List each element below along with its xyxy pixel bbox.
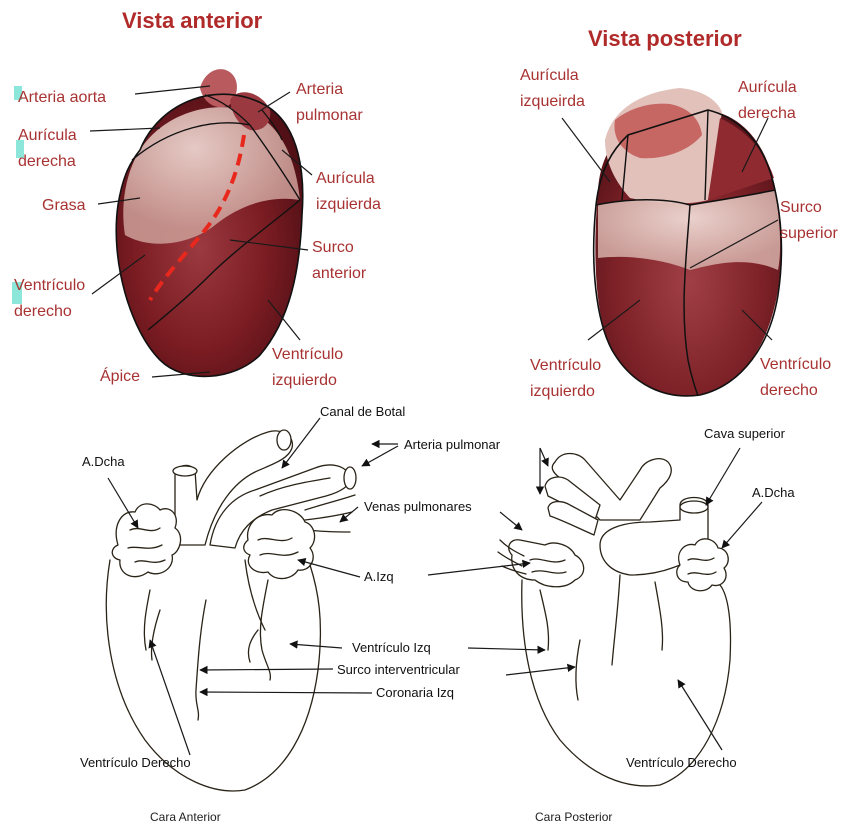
posterior-view-title: Vista posterior: [588, 26, 742, 51]
label-canal-de-botal: Canal de Botal: [320, 404, 405, 419]
label-grasa: Grasa: [42, 197, 86, 214]
label-auricula-izqueirda-1: Aurícula: [520, 67, 579, 84]
label-a-dcha-anterior: A.Dcha: [82, 454, 125, 469]
label-ventriculo-derecho-anterior: Ventrículo Derecho: [80, 755, 191, 770]
leader-line: [562, 118, 610, 182]
label-auricula-izqueirda-2: izqueirda: [520, 93, 585, 110]
label-arteria-pulmonar-2: pulmonar: [296, 107, 363, 124]
label-ventriculo-derecho-1: Ventrículo: [760, 356, 831, 373]
anterior-view-title: Vista anterior: [122, 8, 263, 33]
label-surco-superior-1: Surco: [780, 199, 822, 216]
posterior-heart-photo: [594, 88, 782, 396]
label-cava-superior: Cava superior: [704, 426, 786, 441]
label-surco-anterior-2: anterior: [312, 265, 367, 282]
label-coronaria-izq: Coronaria Izq: [376, 685, 454, 700]
label-ventriculo-derecho-1: Ventrículo: [14, 277, 85, 294]
label-ventriculo-derecho-2: derecho: [760, 382, 818, 399]
label-surco-superior-2: superior: [780, 225, 838, 242]
label-ventriculo-izquierdo-1: Ventrículo: [530, 357, 601, 374]
label-surco-interventricular: Surco interventricular: [337, 662, 460, 677]
posterior-face-sketch: [498, 454, 731, 786]
label-ventriculo-derecho-2: derecho: [14, 303, 72, 320]
leader-line: [135, 86, 210, 94]
label-ventriculo-izquierdo-1: Ventrículo: [272, 346, 343, 363]
label-venas-pulmonares: Venas pulmonares: [364, 499, 472, 514]
label-auricula-derecha-2: derecha: [18, 153, 76, 170]
label-surco-anterior-1: Surco: [312, 239, 354, 256]
label-ventriculo-derecho-posterior: Ventrículo Derecho: [626, 755, 737, 770]
anterior-view-panel: Vista anterior: [12, 8, 381, 389]
anterior-face-sketch: [106, 430, 356, 791]
caption-cara-anterior: Cara Anterior: [150, 810, 221, 824]
label-arteria-aorta: Arteria aorta: [18, 89, 106, 106]
label-auricula-derecha-1: Aurícula: [738, 79, 797, 96]
label-a-izq: A.Izq: [364, 569, 394, 584]
label-arteria-pulmonar-1: Arteria: [296, 81, 343, 98]
label-a-dcha-posterior: A.Dcha: [752, 485, 795, 500]
caption-cara-posterior: Cara Posterior: [535, 810, 612, 824]
leader-line: [90, 128, 160, 131]
label-auricula-derecha-2: derecha: [738, 105, 796, 122]
label-arteria-pulmonar: Arteria pulmonar: [404, 437, 501, 452]
label-apice: Ápice: [100, 366, 140, 385]
label-auricula-izquierda-2: izquierda: [316, 196, 381, 213]
label-ventriculo-izquierdo-2: izquierdo: [272, 372, 337, 389]
label-auricula-derecha-1: Aurícula: [18, 127, 77, 144]
label-ventriculo-izquierdo-2: izquierdo: [530, 383, 595, 400]
posterior-view-panel: Vista posterior Aurícula izqueirda Auríc…: [520, 26, 838, 400]
label-ventriculo-izq: Ventrículo Izq: [352, 640, 431, 655]
label-auricula-izquierda-1: Aurícula: [316, 170, 375, 187]
anterior-heart-photo: [116, 69, 303, 376]
